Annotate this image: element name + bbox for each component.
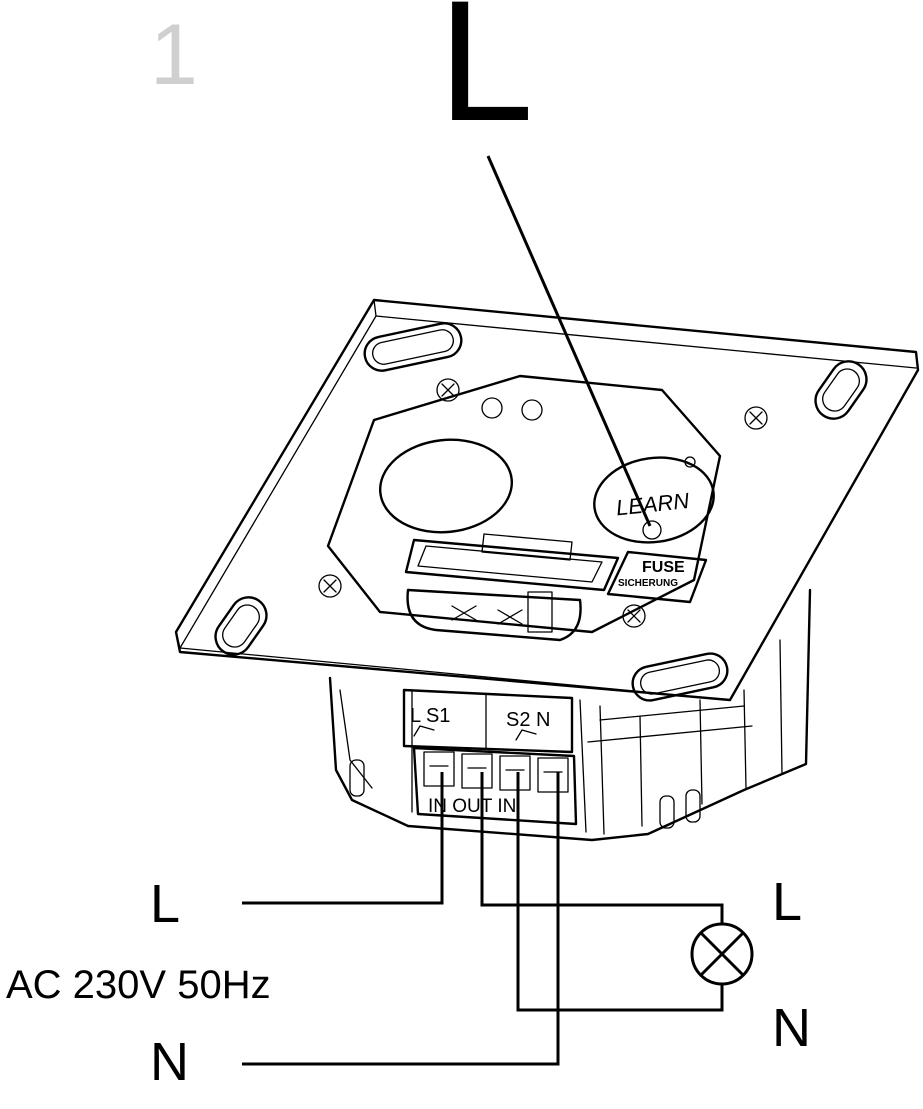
- mounting-slot-left: [214, 596, 268, 656]
- light-sensor: [378, 438, 514, 534]
- terminal-block: L S1 S2 N IN OUT IN: [402, 688, 578, 826]
- terminal-label-in-out-in: IN OUT IN: [428, 796, 516, 817]
- terminal-label-s2-n: S2 N: [506, 709, 550, 731]
- device-housing: [328, 588, 812, 842]
- led-indicator: [521, 399, 543, 421]
- supply-neutral-label: N: [150, 1032, 189, 1092]
- connector-slot: [404, 533, 620, 642]
- mounting-slot-right: [814, 360, 868, 420]
- led-indicator: [481, 397, 503, 419]
- wire-neutral-from-lamp: [516, 772, 724, 1012]
- wire-neutral-in: [242, 772, 560, 1066]
- wire-live-in: [242, 772, 444, 905]
- screw-icon: [318, 574, 342, 598]
- wire-output-to-lamp: [480, 772, 724, 924]
- lamp-icon: [690, 922, 754, 986]
- supply-live-label: L: [150, 874, 180, 934]
- learn-button-pointer-label: L: [438, 0, 534, 157]
- mounting-slot-bottom-right: [631, 652, 729, 702]
- step-number: 1: [150, 7, 198, 103]
- learn-button[interactable]: LEARN: [589, 450, 720, 550]
- wiring: [242, 772, 754, 1066]
- learn-label: LEARN: [615, 488, 691, 521]
- terminal-label-l-s1: L S1: [410, 705, 450, 727]
- supply-spec-label: AC 230V 50Hz: [6, 963, 271, 1007]
- fuse-label-box: FUSE SICHERUNG: [606, 550, 708, 604]
- lamp-neutral-label: N: [772, 998, 811, 1058]
- mounting-plate: LEARN FUSE SICHERUNG: [174, 298, 920, 702]
- mounting-slot-top-left: [363, 322, 463, 372]
- screw-icon: [436, 378, 460, 402]
- fuse-label: FUSE: [642, 559, 685, 576]
- recess-frame: [326, 374, 722, 634]
- fuse-sub-label: SICHERUNG: [618, 578, 678, 589]
- lamp-live-label: L: [772, 872, 802, 932]
- screw-icon: [744, 406, 768, 430]
- pointer-line: [486, 155, 652, 527]
- screw-icon: [622, 604, 646, 628]
